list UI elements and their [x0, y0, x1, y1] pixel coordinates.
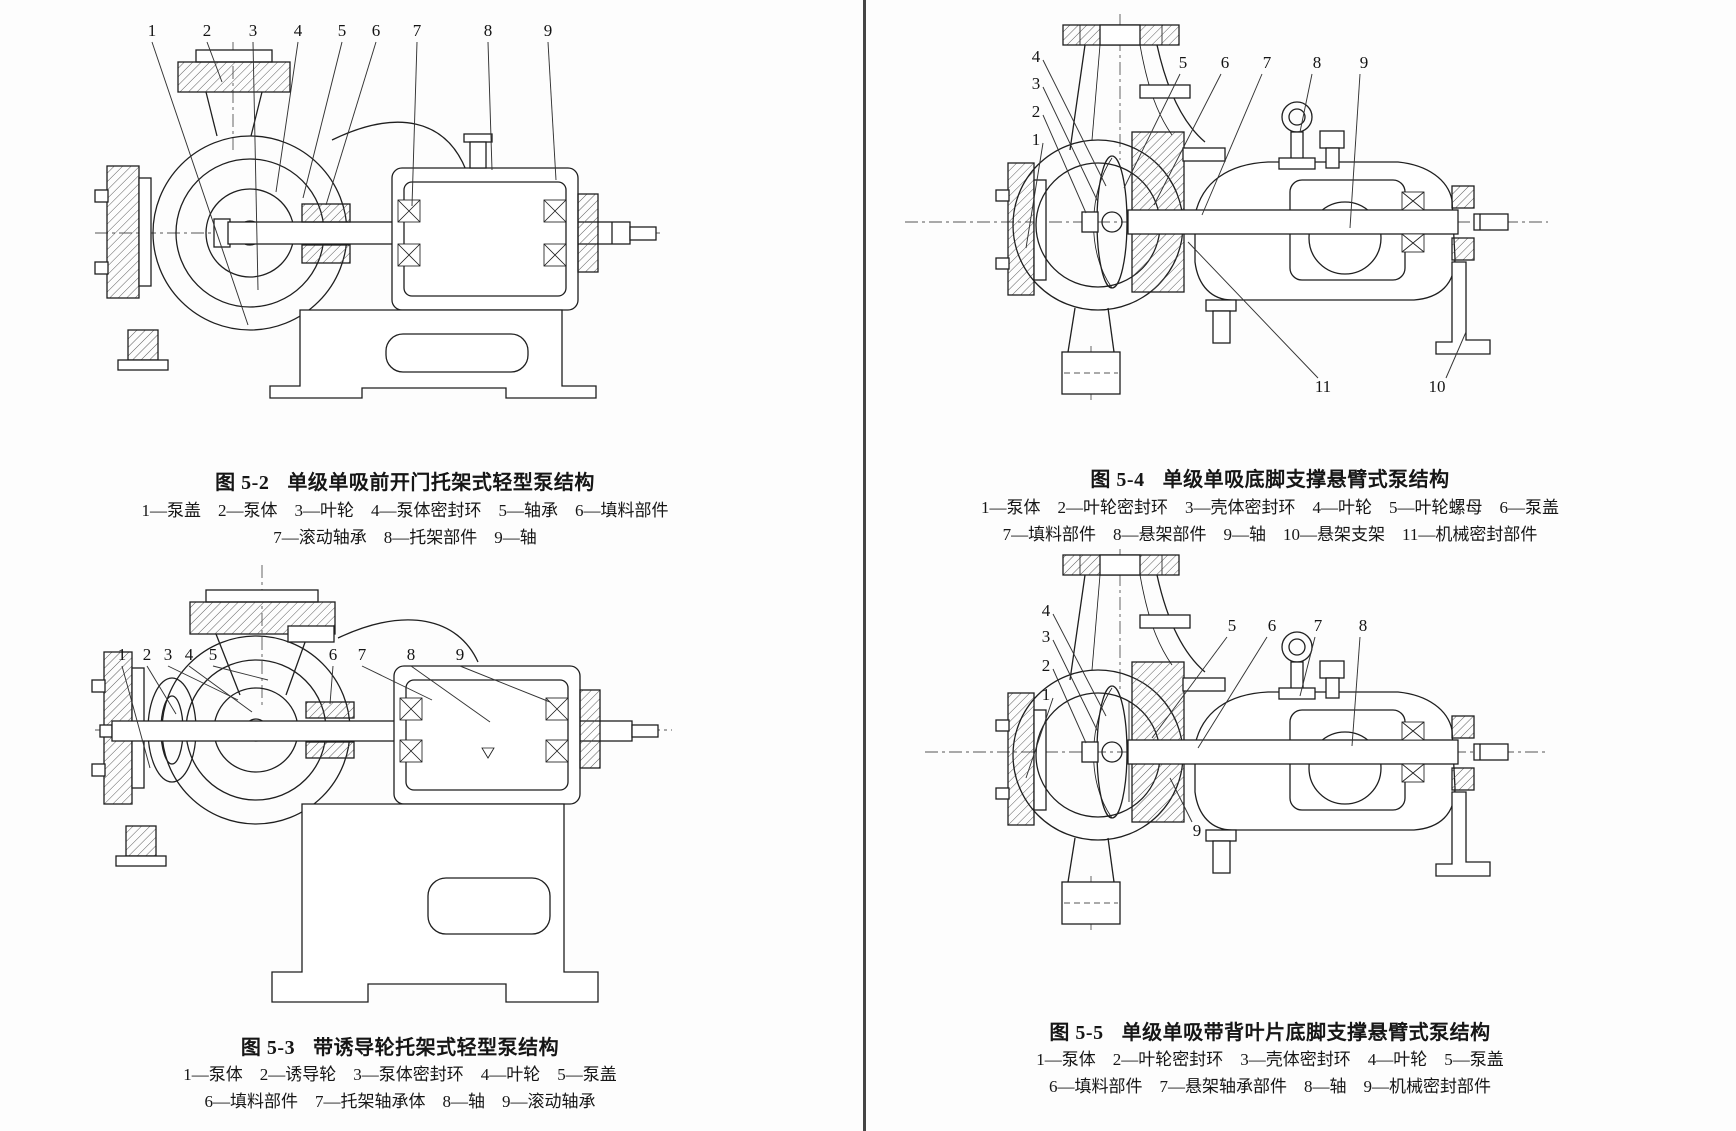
parts-list-5-4: 1—泵体 2—叶轮密封环 3—壳体密封环 4—叶轮 5—叶轮螺母 6—泵盖 7—… [930, 494, 1610, 548]
figure-caption-5-5: 图 5-5 单级单吸带背叶片底脚支撑悬臂式泵结构 [980, 1016, 1560, 1045]
callout-label: 3 [164, 645, 173, 664]
pump-diagram-fig-5-3: 1 2 3 4 5 6 7 8 9 [91, 565, 672, 1003]
pump-diagram-fig-5-2: 1 2 3 4 5 6 7 8 9 [94, 21, 662, 399]
base-foot [269, 309, 597, 399]
figure-number: 图 5-3 [240, 1037, 296, 1059]
lifting-eye-bolt [1278, 101, 1345, 170]
callout-label: 10 [1429, 377, 1446, 396]
callouts: 1 2 3 4 5 6 7 8 9 [118, 645, 551, 769]
callouts: 4 3 2 1 5 6 7 8 9 11 10 [1025, 47, 1467, 396]
callout-label: 8 [1359, 616, 1368, 635]
parts-list-5-2: 1—泵盖 2—泵体 3—叶轮 4—泵体密封环 5—轴承 6—填料部件 7—滚动轴… [120, 497, 690, 551]
figure-title: 单级单吸前开门托架式轻型泵结构 [287, 472, 595, 494]
suction-flange [995, 162, 1047, 296]
discharge-flange [1062, 554, 1206, 681]
discharge-flange [1062, 24, 1206, 151]
callout-label: 6 [329, 645, 338, 664]
frame-arch [337, 619, 479, 663]
figure-number: 图 5-2 [215, 472, 270, 494]
bearings [1401, 715, 1475, 791]
parts-line: 6—填料部件 7—托架轴承体 8—轴 9—滚动轴承 [204, 1092, 596, 1111]
callout-label: 7 [358, 645, 367, 664]
callout-label: 2 [203, 21, 212, 40]
column-divider [863, 0, 866, 1131]
figure-caption-5-4: 图 5-4 单级单吸底脚支撑悬臂式泵结构 [1000, 463, 1540, 492]
suction-flange [995, 692, 1047, 826]
callout-label: 9 [1193, 821, 1202, 840]
callout-label: 1 [1042, 685, 1051, 704]
drain-plug [1205, 829, 1237, 874]
callout-label: 5 [338, 21, 347, 40]
frame-arch [331, 121, 467, 171]
pump-diagram-fig-5-5: 4 3 2 1 5 6 7 8 9 [925, 549, 1548, 930]
suction-flange [94, 165, 152, 299]
callout-label: 4 [185, 645, 194, 664]
callout-label: 4 [294, 21, 303, 40]
figure-caption-5-3: 图 5-3 带诱导轮托架式轻型泵结构 [150, 1031, 650, 1060]
figure-number: 图 5-5 [1049, 1022, 1104, 1044]
parts-line: 7—填料部件 8—悬架部件 9—轴 10—悬架支架 11—机械密封部件 [1002, 525, 1538, 544]
pump-diagram-fig-5-4: 4 3 2 1 5 6 7 8 9 11 10 [905, 14, 1548, 400]
shaft [1081, 209, 1509, 235]
figure-caption-5-2: 图 5-2 单级单吸前开门托架式轻型泵结构 [130, 466, 680, 495]
callout-label: 1 [118, 645, 127, 664]
discharge-flange [177, 49, 291, 137]
parts-line: 1—泵体 2—诱导轮 3—泵体密封环 4—叶轮 5—泵盖 [183, 1065, 617, 1084]
support-foot [1435, 791, 1491, 877]
callout-label: 1 [1032, 130, 1041, 149]
callout-label: 6 [1268, 616, 1277, 635]
volute-casing [1012, 139, 1184, 395]
bracket-bearing-body [393, 665, 601, 805]
shaft [1081, 739, 1509, 765]
parts-line: 1—泵盖 2—泵体 3—叶轮 4—泵体密封环 5—轴承 6—填料部件 [141, 501, 669, 520]
parts-line: 1—泵体 2—叶轮密封环 3—壳体密封环 4—叶轮 5—泵盖 [1036, 1050, 1504, 1069]
drain-plug [1205, 299, 1237, 344]
figure-title: 带诱导轮托架式轻型泵结构 [313, 1037, 560, 1059]
callout-label: 7 [1263, 53, 1272, 72]
callout-label: 8 [1313, 53, 1322, 72]
base-foot [271, 803, 599, 1003]
figure-title: 单级单吸底脚支撑悬臂式泵结构 [1162, 469, 1450, 491]
callout-label: 5 [1228, 616, 1237, 635]
callout-label: 7 [413, 21, 422, 40]
callout-label: 3 [1042, 627, 1051, 646]
bearing-bracket [391, 133, 599, 311]
callout-label: 4 [1032, 47, 1041, 66]
parts-list-5-3: 1—泵体 2—诱导轮 3—泵体密封环 4—叶轮 5—泵盖 6—填料部件 7—托架… [130, 1061, 670, 1115]
callout-label: 9 [1360, 53, 1369, 72]
callout-label: 5 [1179, 53, 1188, 72]
callout-label: 1 [148, 21, 157, 40]
packing-parts [301, 203, 351, 264]
callout-label: 4 [1042, 601, 1051, 620]
callouts: 1 2 3 4 5 6 7 8 9 [148, 21, 557, 326]
callout-label: 11 [1315, 377, 1331, 396]
parts-line: 1—泵体 2—叶轮密封环 3—壳体密封环 4—叶轮 5—叶轮螺母 6—泵盖 [981, 498, 1559, 517]
callout-label: 3 [249, 21, 258, 40]
callout-label: 8 [484, 21, 493, 40]
callout-label: 9 [544, 21, 553, 40]
parts-list-5-5: 1—泵体 2—叶轮密封环 3—壳体密封环 4—叶轮 5—泵盖 6—填料部件 7—… [950, 1046, 1590, 1100]
callout-label: 6 [372, 21, 381, 40]
lifting-eye-bolt [1278, 631, 1345, 700]
callout-label: 3 [1032, 74, 1041, 93]
callout-label: 7 [1314, 616, 1323, 635]
figure-number: 图 5-4 [1090, 469, 1145, 491]
bearings [1401, 185, 1475, 261]
callout-label: 9 [456, 645, 465, 664]
callout-label: 2 [1032, 102, 1041, 121]
callouts: 4 3 2 1 5 6 7 8 9 [1025, 601, 1368, 840]
parts-line: 6—填料部件 7—悬架轴承部件 8—轴 9—机械密封部件 [1049, 1077, 1491, 1096]
support-foot [1435, 261, 1491, 355]
figure-title: 单级单吸带背叶片底脚支撑悬臂式泵结构 [1121, 1022, 1491, 1044]
callout-label: 5 [209, 645, 218, 664]
callout-label: 2 [1042, 656, 1051, 675]
packing-parts [287, 625, 355, 759]
callout-label: 2 [143, 645, 152, 664]
callout-label: 6 [1221, 53, 1230, 72]
parts-line: 7—滚动轴承 8—托架部件 9—轴 [273, 528, 537, 547]
callout-label: 8 [407, 645, 416, 664]
